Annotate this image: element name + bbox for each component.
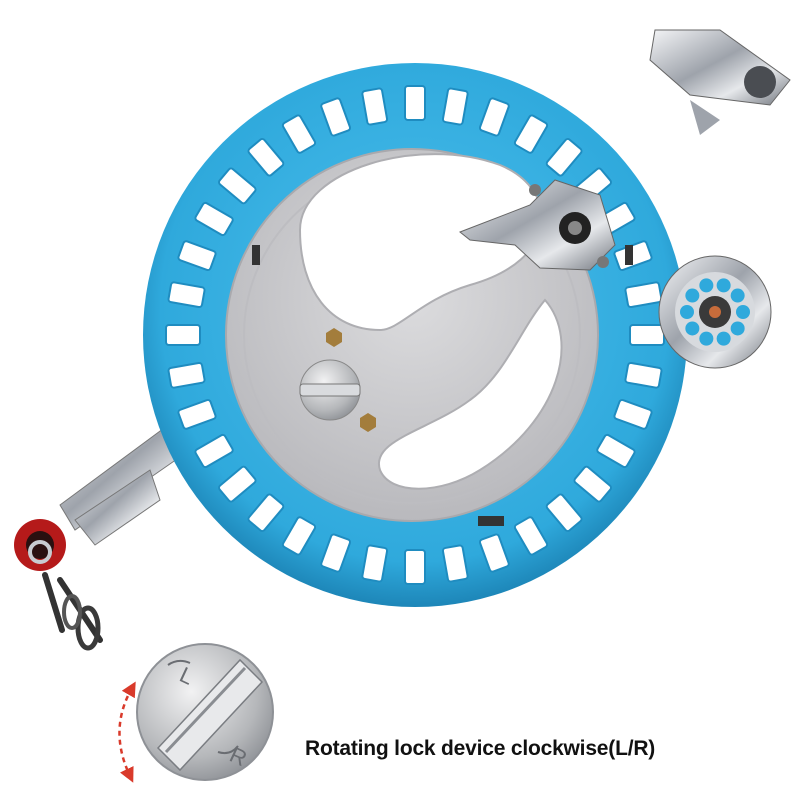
rim-slot	[177, 240, 217, 272]
key-ring	[28, 540, 52, 564]
rim-slot	[320, 533, 352, 573]
lock-mechanism	[459, 179, 616, 271]
rim-slot	[478, 97, 510, 137]
bearing-hole	[699, 278, 714, 293]
bearing-hole	[716, 331, 731, 346]
rim-slot	[573, 465, 612, 503]
rim-slot	[247, 138, 285, 177]
rim-slot	[404, 549, 426, 585]
bearing-wheel	[658, 255, 772, 369]
bearing-hole	[736, 305, 750, 319]
rim-slot	[194, 433, 234, 469]
rim-slot	[545, 138, 583, 177]
bearing-hole	[685, 321, 700, 336]
hub-cutout-upper	[298, 153, 543, 332]
rim-slot	[361, 87, 389, 126]
hub-nut-2	[360, 413, 376, 432]
hub-latch-right	[625, 245, 633, 265]
hub-nut-1	[326, 328, 342, 347]
rim-slot	[441, 87, 469, 126]
rim-slot	[281, 516, 317, 556]
bearing-hole	[699, 331, 714, 346]
rim-slot	[513, 516, 549, 556]
rim-slot	[596, 433, 636, 469]
bearing-hole	[730, 321, 745, 336]
rim-slot	[624, 361, 663, 389]
rim-slot	[629, 324, 665, 346]
rim-slot	[218, 167, 257, 205]
rim-slot	[441, 544, 469, 583]
hub-latch-bottom	[478, 516, 504, 526]
rim-slot	[513, 114, 549, 154]
rim-slot	[194, 201, 234, 237]
rim-slot	[545, 493, 583, 532]
rim-slot	[624, 281, 663, 309]
bearing-hole	[680, 305, 694, 319]
rim-slots	[165, 85, 665, 585]
bearing-hole	[685, 288, 700, 303]
lock-knob-closeup: L R	[136, 643, 274, 781]
reel-handle-arm	[14, 419, 191, 651]
rim-slot	[320, 97, 352, 137]
rim-slot	[218, 465, 257, 503]
rim-slot	[478, 533, 510, 573]
brake-lever	[649, 29, 791, 135]
rim-slot	[167, 361, 206, 389]
rim-slot	[165, 324, 201, 346]
hub-latch-left	[252, 245, 260, 265]
rim-slot	[281, 114, 317, 154]
lock-knob	[299, 359, 361, 421]
rim-slot	[177, 398, 217, 430]
hub-cutout-lower	[377, 298, 563, 490]
rim-slot	[361, 544, 389, 583]
bearing-hole	[730, 288, 745, 303]
rim-slot	[404, 85, 426, 121]
rim-slot	[167, 281, 206, 309]
caption-text: Rotating lock device clockwise(L/R)	[305, 737, 656, 760]
rotation-arrow-icon	[118, 681, 136, 783]
rim-slot	[247, 493, 285, 532]
bearing-hole	[716, 278, 731, 293]
rim-slot	[613, 398, 653, 430]
